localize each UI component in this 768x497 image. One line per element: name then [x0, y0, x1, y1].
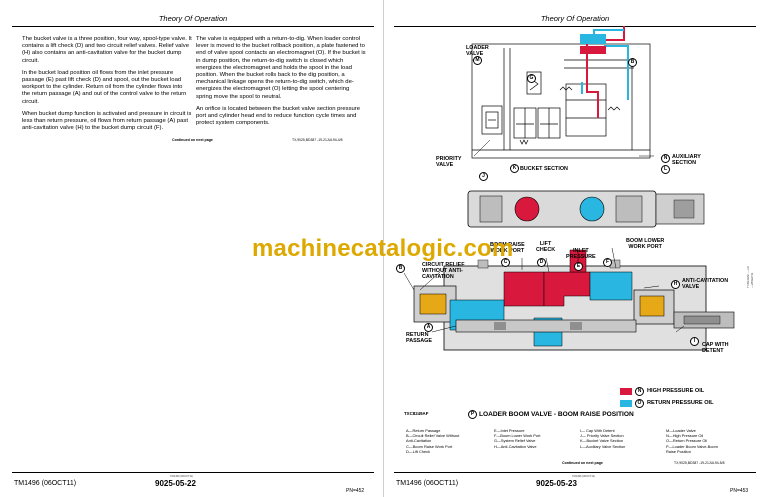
callout-k: K: [510, 164, 519, 173]
side-figure-code: TX8249AF —19—28SEP11: [746, 266, 754, 288]
label-priority-valve: PRIORITY VALVE: [436, 156, 462, 168]
callout-j: J: [479, 172, 488, 181]
label-circuit-relief: CIRCUIT RELIEF WITHOUT ANTI- CAVITATION: [422, 262, 465, 280]
footer-pn: PN=453: [730, 488, 749, 494]
legend-item: E—Inlet Pressure: [494, 428, 525, 433]
label-boom-raise: BOOM RAISE WORK PORT: [490, 242, 525, 254]
legend-item: D—Lift Check: [406, 448, 430, 454]
legend-item: P—Loader Boom Valve-Boom: [666, 443, 718, 449]
footer-small-text: TM1496 (06OCT11): [170, 475, 194, 478]
left-text-column-2: The valve is equipped with a return-to-d…: [196, 36, 366, 132]
callout-h: H: [671, 280, 680, 289]
paragraph: The bucket valve is a three position, fo…: [22, 36, 192, 64]
paragraph: In the bucket load position oil flows fr…: [22, 69, 187, 105]
cross-section: [413, 190, 735, 351]
footer-page-number: 9025-05-22: [155, 479, 196, 488]
callout-n: N: [661, 154, 670, 163]
callout-i: I: [690, 337, 699, 346]
callout-f: F: [603, 258, 612, 267]
callout-g: G: [527, 74, 536, 83]
schematic-return-block: [580, 34, 606, 44]
paragraph: When bucket dump function is activated a…: [22, 110, 192, 132]
footer-small-text: TM1496 (06OCT11): [572, 475, 596, 478]
footer-page-number: 9025-05-23: [536, 479, 577, 488]
figure-caption: LOADER BOOM VALVE - BOOM RAISE POSITION: [479, 411, 634, 418]
callout-m: M: [473, 56, 482, 65]
callout-d: D: [537, 258, 546, 267]
legend-item: L—Auxiliary Valve Section: [580, 443, 626, 449]
continued-note: Continued on next page: [172, 138, 213, 142]
swatch-return-pressure: [620, 400, 632, 407]
legend-item: G—System Relief Valve: [494, 438, 536, 444]
legend-item: C—Boom Raise Work Port: [406, 443, 453, 449]
callout-c: C: [501, 258, 510, 267]
schematic-pressure-block: [580, 46, 606, 54]
legend-item: B—Circuit Relief Valve Without: [406, 433, 460, 439]
legend-list-col-4: M—Loader Valve N—High Pressure Oil O—Ret…: [666, 428, 718, 454]
right-header-title: Theory Of Operation: [394, 13, 756, 27]
schematic: [471, 43, 651, 159]
label-loader-valve: LOADER VALVE: [466, 45, 489, 57]
watermark-text: machinecatalogic.com: [252, 235, 514, 262]
label-return-passage: RETURN PASSAGE: [406, 332, 432, 344]
legend-item: O—Return Pressure Oil: [666, 438, 708, 444]
label-bucket-section: BUCKET SECTION: [520, 166, 568, 172]
legend-item: Raise Position: [666, 448, 691, 454]
legend-item: I— Cap With Detent: [580, 428, 615, 433]
footer-rule: [12, 472, 374, 473]
callout-n-legend: N: [635, 387, 644, 396]
left-text-column-1: The bucket valve is a three position, fo…: [22, 36, 192, 137]
label-anti-cavitation: ANTI-CAVITATION VALVE: [682, 278, 729, 290]
figure-code: TXC8249AF: [404, 411, 429, 416]
legend-list-col-2: E—Inlet Pressure F—Boom Lower Work Port …: [494, 428, 540, 449]
leader-lines: [403, 59, 685, 333]
legend-item: F—Boom Lower Work Port: [494, 433, 541, 439]
footer-manual-id: TM1496 (06OCT11): [14, 480, 77, 487]
legend-list-col-1: A—Return Passage B—Circuit Relief Valve …: [406, 428, 459, 454]
label-lift-check: LIFT CHECK: [536, 241, 556, 253]
left-header-title: Theory Of Operation: [12, 13, 374, 27]
footer-pn: PN=452: [346, 488, 365, 494]
right-page: Theory Of Operation: [384, 0, 768, 497]
legend-high-pressure: HIGH PRESSURE OIL: [647, 388, 705, 394]
footer-manual-id: TM1496 (06OCT11): [396, 480, 459, 487]
callout-e: E: [574, 262, 583, 271]
continued-note: Continued on next page: [562, 461, 603, 465]
label-auxiliary-section: AUXILIARY SECTION: [672, 154, 701, 166]
legend-return-pressure: RETURN PRESSURE OIL: [647, 400, 714, 406]
label-cap-with-detent: CAP WITH DETENT: [702, 342, 729, 354]
label-boom-lower: BOOM LOWER WORK PORT: [626, 238, 665, 250]
paragraph: An orifice is located between the bucket…: [196, 105, 361, 127]
paragraph: The valve is equipped with a return-to-d…: [196, 36, 366, 100]
callout-o-legend: O: [635, 399, 644, 408]
callout-p: P: [468, 410, 477, 419]
legend-item: A—Return Passage: [406, 428, 441, 433]
swatch-high-pressure: [620, 388, 632, 395]
reference-code: TX,9025,BD387 -19-21JUL94-4/8: [292, 138, 343, 142]
legend-item: J— Priority Valve Section: [580, 433, 624, 439]
legend-list-col-3: I— Cap With Detent J— Priority Valve Sec…: [580, 428, 625, 449]
callout-l: L: [661, 165, 670, 174]
callout-b: B: [628, 58, 637, 67]
callout-b-lower: B: [396, 264, 405, 273]
legend-item: Anti-Cavitation: [406, 438, 432, 444]
legend-item: N—High Pressure Oil: [666, 433, 704, 439]
left-page: Theory Of Operation The bucket valve is …: [12, 0, 384, 497]
legend-item: M—Loader Valve: [666, 428, 696, 433]
callout-a: A: [424, 323, 433, 332]
footer-rule: [394, 472, 756, 473]
legend-item: H—Anti-Cavitation Valve: [494, 443, 537, 449]
legend-item: K—Bucket Valve Section: [580, 438, 623, 444]
label-inlet-pressure: INLET PRESSURE: [566, 248, 596, 260]
reference-code: TX,9025,BD387 -19-21JUL94-5/8: [674, 461, 725, 465]
loader-valve-diagram: [403, 26, 735, 351]
